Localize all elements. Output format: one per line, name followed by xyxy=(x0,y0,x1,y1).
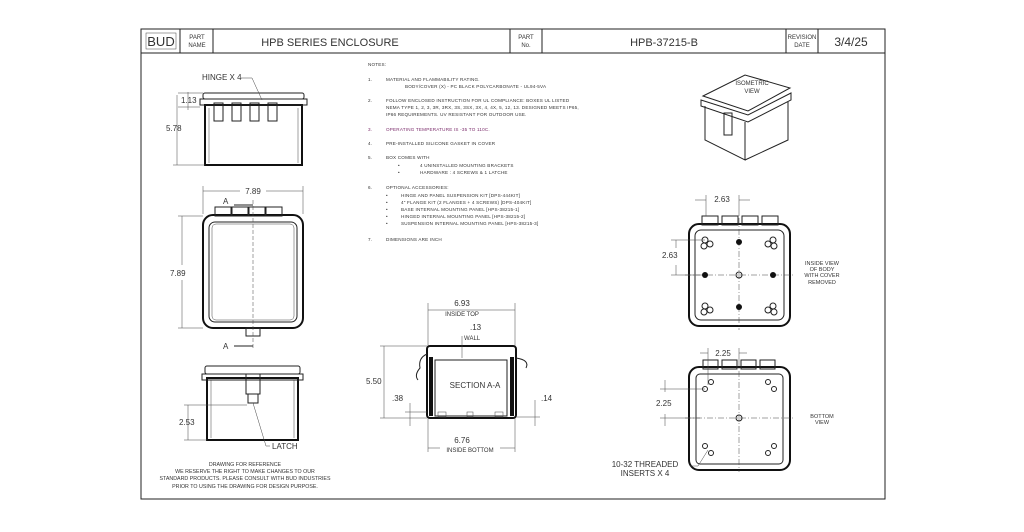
note-line: PRE-INSTALLED SILICONE GASKET IN COVER xyxy=(386,141,496,146)
bottom-dim-vertical: 2.25 xyxy=(656,399,672,408)
note-number: 3. xyxy=(368,127,372,132)
note-line: NEMA TYPE 1, 2, 3, 3R, 3RX, 3S, 3SX, 3X,… xyxy=(386,105,579,110)
isometric-label: ISOMETRIC xyxy=(735,81,769,87)
inside-dim-horizontal: 2.63 xyxy=(714,195,730,204)
part-name-label: PART xyxy=(189,35,205,41)
inside-view: 2.63 2.63 INSIDE VIEW OF BODY WITH COVER… xyxy=(662,195,840,330)
disclaimer-line: STANDARD PRODUCTS. PLEASE CONSULT WITH B… xyxy=(160,476,331,482)
dim-lid-height: 1.13 xyxy=(181,96,197,105)
revision-date: 3/4/25 xyxy=(834,35,868,49)
note-number: 5. xyxy=(368,155,372,160)
note-bullet: 4" FLANGE KIT (2 FLANGES + 4 SCREWS) [DP… xyxy=(401,200,531,205)
note-bullet: HARDWARE : 4 SCREWS & 1 LATCHE xyxy=(420,170,508,175)
front-view: HINGE X 4 1.13 5.78 xyxy=(166,73,308,166)
svg-text:•: • xyxy=(398,163,400,168)
dim-right-base: .14 xyxy=(541,394,553,403)
svg-text:•: • xyxy=(386,200,388,205)
logo-text: BUD xyxy=(147,34,174,49)
dim-width: 7.89 xyxy=(245,187,261,196)
dim-overall-height: 5.78 xyxy=(166,124,182,133)
section-marker-top: A xyxy=(223,197,229,206)
note-bullet: HINGED INTERNAL MOUNTING PANEL [HPS-3821… xyxy=(401,214,525,219)
bud-logo: BUD xyxy=(145,32,177,50)
part-name-label: NAME xyxy=(188,43,205,49)
note-bullet: SUSPENSION INTERNAL MOUNTING PANEL [HPS-… xyxy=(401,221,538,226)
latch-label: LATCH xyxy=(272,442,298,451)
note-bullet: BASE INTERNAL MOUNTING PANEL [HPS-38215-… xyxy=(401,207,519,212)
inside-view-label: INSIDE VIEW xyxy=(805,261,840,267)
top-view: A A 7.89 7.89 xyxy=(170,186,304,351)
note-number: 7. xyxy=(368,237,372,242)
inside-view-label: REMOVED xyxy=(808,280,836,286)
dim-left-base: .38 xyxy=(392,394,404,403)
note-line: FOLLOW ENCLOSED INSTRUCTION FOR UL COMPL… xyxy=(386,98,570,103)
svg-text:•: • xyxy=(398,170,400,175)
isometric-view: ISOMETRIC VIEW xyxy=(700,74,792,161)
svg-text:•: • xyxy=(386,214,388,219)
wall-label: WALL xyxy=(464,336,481,342)
note-line: OPERATING TEMPERATURE IS -35 TO 110C. xyxy=(386,127,490,132)
note-number: 6. xyxy=(368,185,372,190)
part-no-label: PART xyxy=(518,35,534,41)
disclaimer-line: DRAWING FOR REFERENCE xyxy=(209,462,282,468)
note-number: 4. xyxy=(368,141,372,146)
insert-label: INSERTS X 4 xyxy=(621,469,670,478)
disclaimer: DRAWING FOR REFERENCE WE RESERVE THE RIG… xyxy=(160,462,331,490)
dim-inside-bottom: 6.76 xyxy=(454,436,470,445)
note-line: BOX COMES WITH xyxy=(386,155,430,160)
note-bullet: 4 UNINSTALLED MOUNTING BRACKETS xyxy=(420,163,514,168)
bottom-view-label: VIEW xyxy=(815,420,830,426)
section-label: SECTION A-A xyxy=(450,381,501,390)
dim-depth: 7.89 xyxy=(170,269,186,278)
inside-dim-vertical: 2.63 xyxy=(662,251,678,260)
section-view: SECTION A-A 6.93 INSIDE TOP .13 WALL 5.5… xyxy=(366,299,553,454)
note-line: MATERIAL AND FLAMMABILITY RATING. xyxy=(386,77,480,82)
bottom-dim-horizontal: 2.25 xyxy=(715,349,731,358)
bottom-view: 2.25 2.25 10-32 THREADED INSERTS X 4 BOT… xyxy=(612,348,834,478)
note-line: BODY/COVER (X) - PC BLACK POLYCARBONATE … xyxy=(405,84,547,89)
inside-bottom-label: INSIDE BOTTOM xyxy=(446,448,493,454)
dim-section-height: 5.50 xyxy=(366,377,382,386)
inside-top-label: INSIDE TOP xyxy=(445,312,479,318)
section-marker-bottom: A xyxy=(223,342,229,351)
svg-text:•: • xyxy=(386,193,388,198)
note-bullet: HINGE AND PANEL SUSPENSION KIT [DPS-444K… xyxy=(401,193,520,198)
inside-view-label: OF BODY xyxy=(810,267,835,273)
dim-wall: .13 xyxy=(470,323,482,332)
side-view: LATCH 2.53 xyxy=(179,365,304,451)
notes-heading: NOTES: xyxy=(368,62,386,67)
dim-latch-height: 2.53 xyxy=(179,418,195,427)
revision-date-label: DATE xyxy=(794,43,810,49)
note-line: OPTIONAL ACCESSORIES: xyxy=(386,185,449,190)
note-line: IP66 REQUIREMENTS. UV RESISTANT FOR OUTD… xyxy=(386,112,527,117)
svg-text:•: • xyxy=(386,207,388,212)
insert-label: 10-32 THREADED xyxy=(612,460,679,469)
svg-text:•: • xyxy=(386,221,388,226)
disclaimer-line: PRIOR TO USING THE DRAWING FOR DESIGN PU… xyxy=(172,484,318,490)
isometric-label: VIEW xyxy=(744,89,760,95)
note-line: DIMENSIONS ARE INCH xyxy=(386,237,442,242)
bottom-view-label: BOTTOM xyxy=(810,414,834,420)
part-number: HPB-37215-B xyxy=(630,37,698,49)
note-number: 2. xyxy=(368,98,372,103)
part-no-label: No. xyxy=(521,43,531,49)
sheet-border xyxy=(140,28,886,500)
title-block: BUD PART NAME HPB SERIES ENCLOSURE PART … xyxy=(141,29,885,54)
inside-view-label: WITH COVER xyxy=(804,273,839,279)
disclaimer-line: WE RESERVE THE RIGHT TO MAKE CHANGES TO … xyxy=(175,469,315,475)
part-name: HPB SERIES ENCLOSURE xyxy=(261,37,399,49)
hinge-label: HINGE X 4 xyxy=(202,73,242,82)
dim-inside-top: 6.93 xyxy=(454,299,470,308)
notes: NOTES: 1. MATERIAL AND FLAMMABILITY RATI… xyxy=(368,62,579,242)
revision-date-label: REVISION xyxy=(788,35,817,41)
latch-icon xyxy=(723,112,733,136)
note-number: 1. xyxy=(368,77,372,82)
